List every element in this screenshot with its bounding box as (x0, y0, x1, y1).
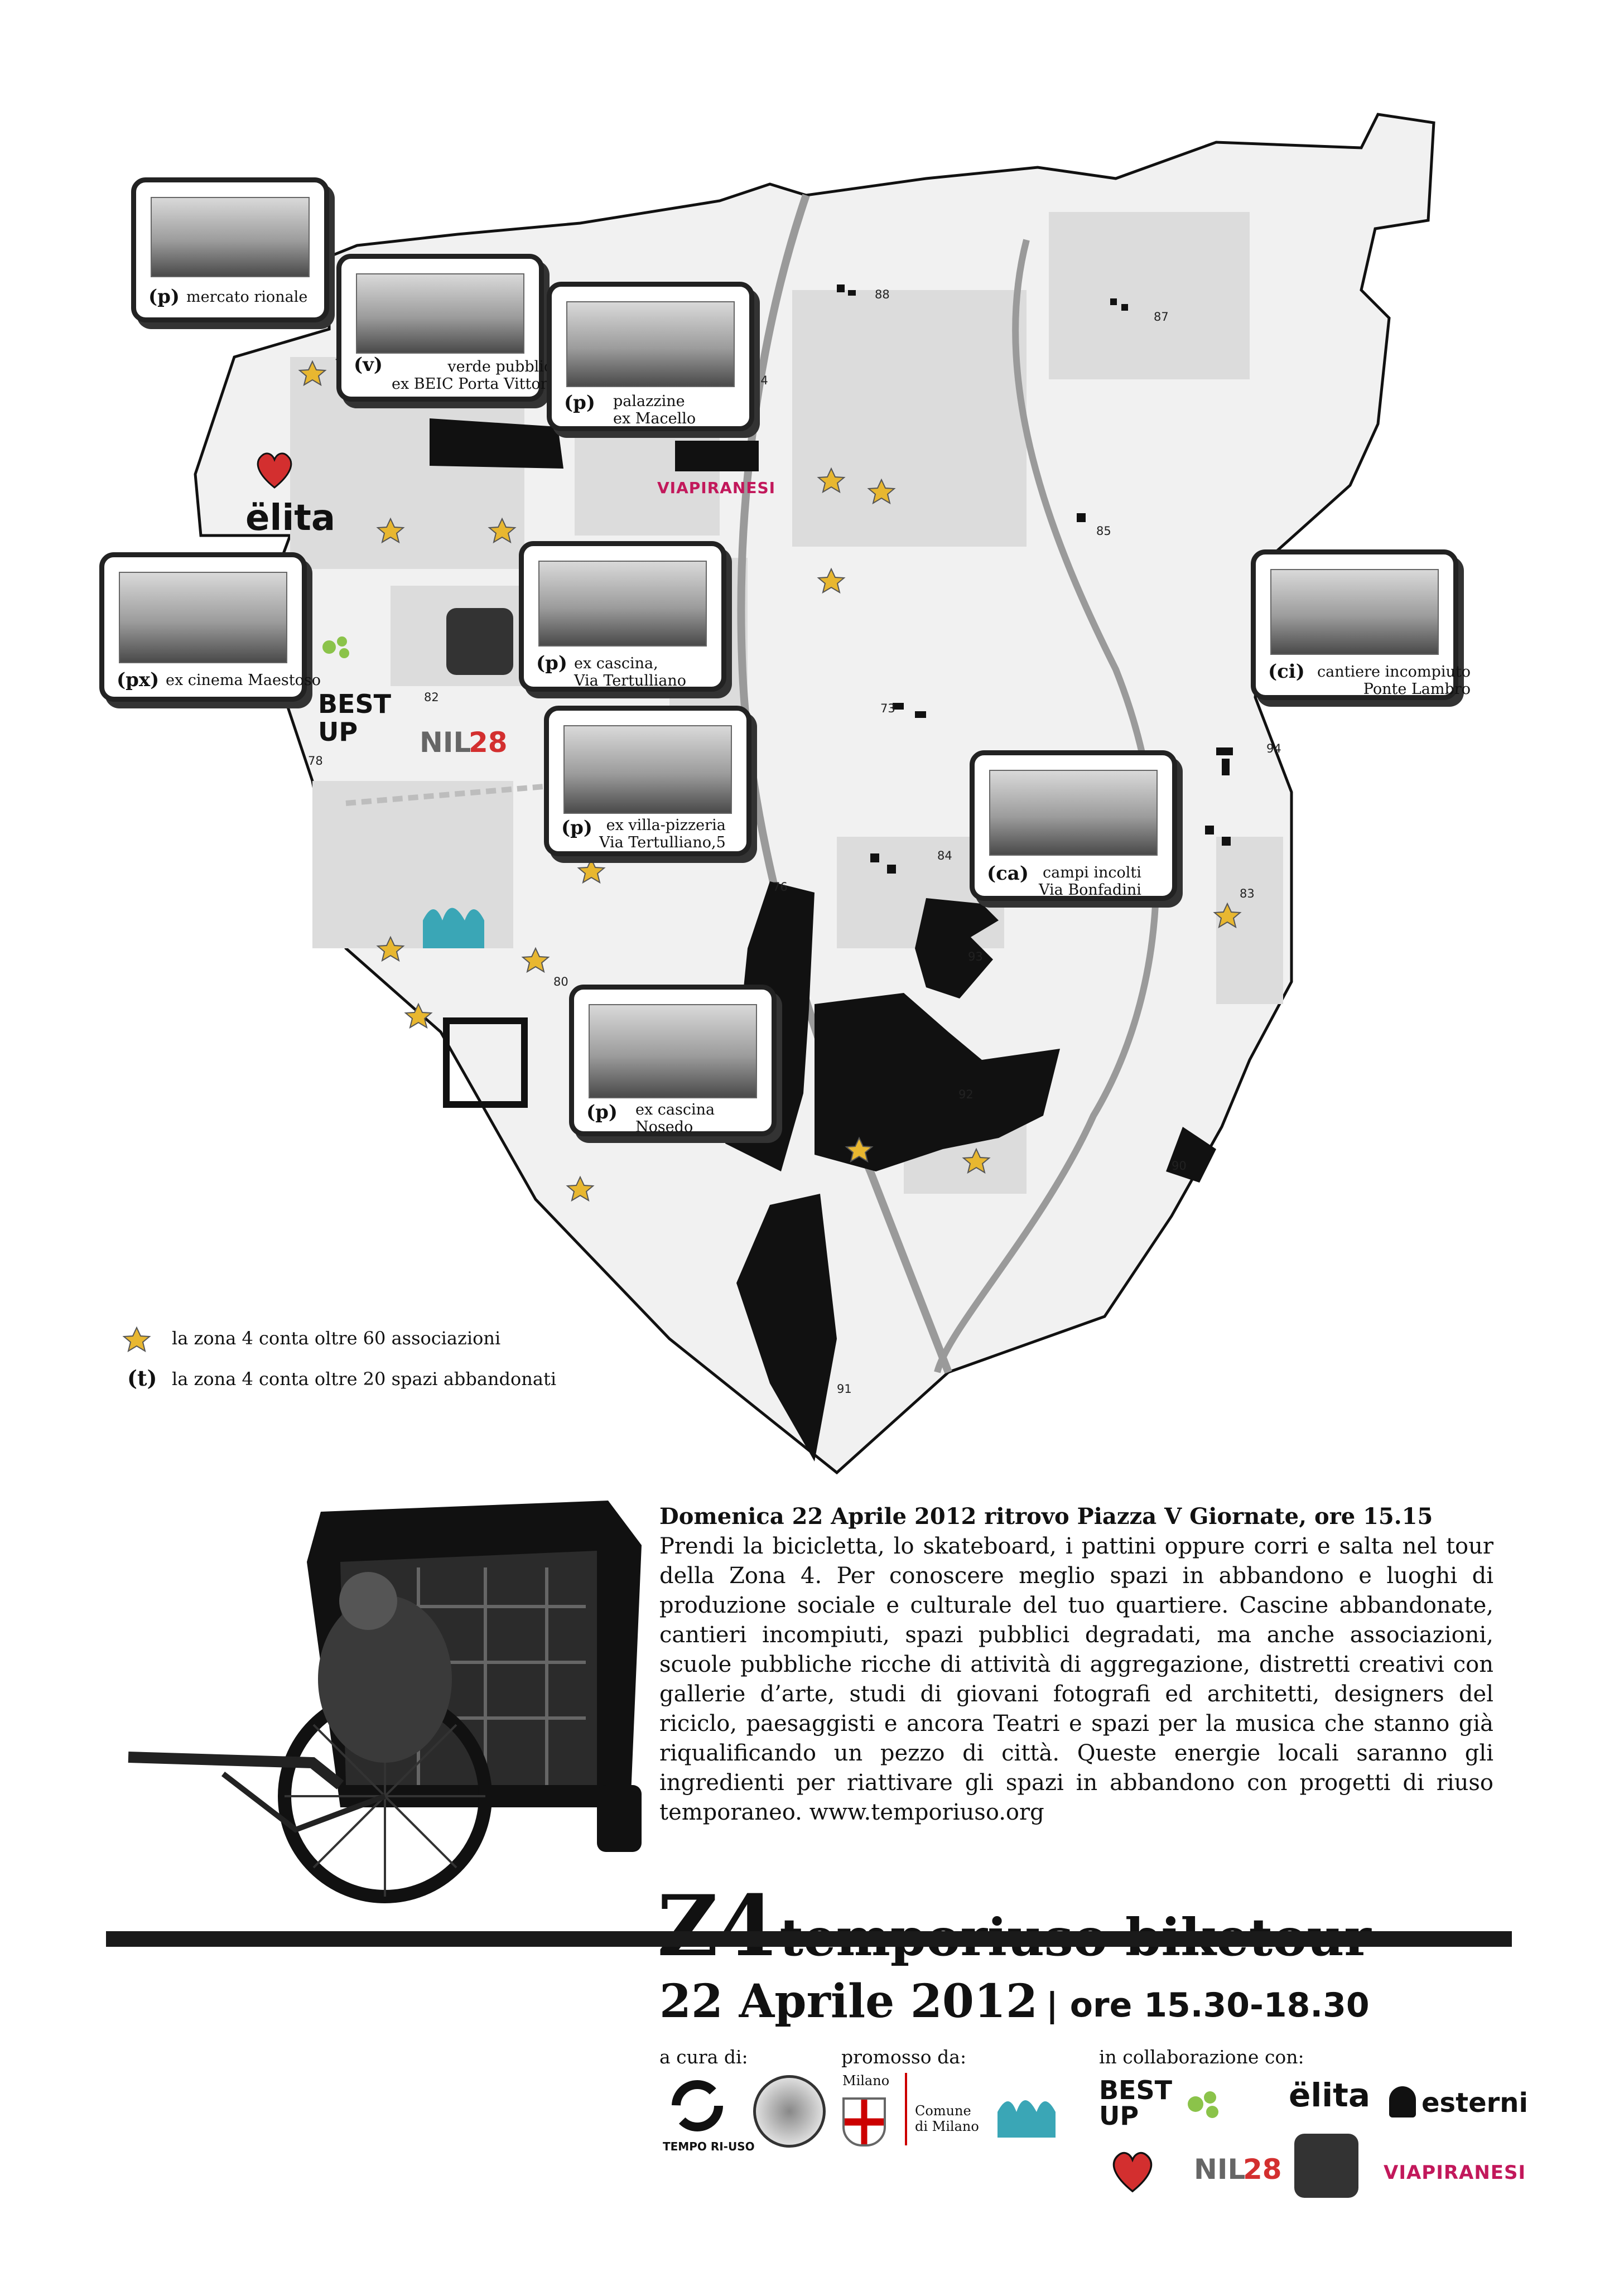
intro-paragraph: Domenica 22 Aprile 2012 ritrovo Piazza V… (659, 1502, 1493, 1827)
photo (563, 725, 732, 814)
map-number: 85 (1096, 524, 1111, 538)
photo (151, 197, 310, 277)
temporiuso-logo-text: TEMPO RI-USO (663, 2140, 755, 2153)
map-number: 90 (1172, 1159, 1187, 1173)
callout-code: (p) (586, 1101, 618, 1123)
callout-code: (p) (536, 652, 567, 674)
callout-mercato-rionale: (p) mercato rionale (131, 177, 329, 322)
credit-collab: in collaborazione con: (1099, 2046, 1304, 2068)
bestup-logo: BEST (318, 689, 391, 719)
cantiere-cuccagna-credit-icon (1186, 2087, 1225, 2123)
map-number: 80 (553, 975, 568, 988)
callout-code: (v) (354, 354, 383, 376)
photo (589, 1004, 757, 1098)
map-number: 93 (968, 950, 983, 963)
photo (566, 301, 735, 387)
photo (356, 273, 524, 354)
callout-label: ex cascina, Via Tertulliano (574, 655, 687, 689)
nil-credit-number: 28 (1243, 2153, 1282, 2186)
callout-cantiere-ponte-lambro: (ci) cantiere incompiuto Ponte Lambro (1251, 549, 1471, 700)
rickshaw-illustration (128, 1501, 642, 1903)
callout-ex-villa-pizzeria: (p) ex villa-pizzeria Via Tertulliano,5 (544, 706, 751, 856)
callout-label: ex villa-pizzeria Via Tertulliano,5 (599, 817, 726, 851)
milano-divider (905, 2073, 907, 2145)
viapiranesi-logo: VIAPIRANESI (657, 479, 776, 497)
map-number: 76 (773, 880, 788, 894)
callout-code: (ca) (987, 862, 1029, 885)
cantiere-cuccagna-logo (321, 633, 354, 661)
map-number: 91 (837, 1382, 852, 1396)
milano-logo-text: Milano (842, 2073, 890, 2088)
event-hours: | ore 15.30-18.30 (1046, 1986, 1370, 2025)
legend-stars-text: la zona 4 conta oltre 60 associazioni (172, 1328, 501, 1349)
callout-label: ex cascina Nosedo (635, 1101, 715, 1136)
callout-label: mercato rionale (186, 288, 308, 306)
map-number: 87 (1154, 310, 1169, 324)
bestup-credit-logo: BEST (1099, 2075, 1172, 2105)
map-number: 74 (753, 374, 768, 387)
callout-campi-incolti: (ca) campi incolti Via Bonfadini (970, 750, 1177, 901)
credit-promosso: promosso da: (841, 2046, 967, 2068)
callout-cascina-nosedo: (p) ex cascina Nosedo (569, 985, 777, 1136)
map-number: 94 (1266, 742, 1281, 755)
temporiuso-logo-icon (669, 2078, 725, 2136)
callout-label: campi incolti Via Bonfadini (1039, 864, 1141, 899)
callout-ex-cascina-tertulliano: (p) ex cascina, Via Tertulliano (519, 541, 726, 692)
comune-milano-text: Comune di Milano (915, 2103, 979, 2134)
intro-body: Prendi la bicicletta, lo skateboard, i p… (659, 1533, 1493, 1825)
nil-logo: NIL (420, 726, 471, 759)
intro-lead: Domenica 22 Aprile 2012 ritrovo Piazza V… (659, 1503, 1433, 1530)
map-number: 88 (875, 288, 890, 301)
theatre-logo (446, 608, 513, 675)
zona4-m-logo-credit (993, 2086, 1060, 2142)
elita-logo: ëlita (245, 498, 336, 539)
photo (989, 770, 1158, 856)
callout-code: (p) (148, 286, 180, 308)
callout-palazzine-macello: (p) palazzine ex Macello (547, 282, 754, 431)
title-bar (106, 1931, 1512, 1947)
legend-t-code: (t) (127, 1366, 157, 1391)
legend-t-text: la zona 4 conta oltre 20 spazi abbandona… (172, 1368, 557, 1390)
credit-a-cura: a cura di: (659, 2046, 748, 2068)
callout-code: (ci) (1268, 660, 1305, 683)
photo (119, 572, 287, 663)
viapiranesi-credit-logo: VIAPIRANESI (1384, 2162, 1526, 2184)
callout-code: (p) (561, 817, 592, 839)
photo (1270, 569, 1439, 655)
callout-label: palazzine ex Macello (613, 393, 696, 427)
esterni-logo: esterni (1421, 2087, 1528, 2119)
callout-label: verde pubblico ex BEIC Porta Vittoria (392, 358, 562, 393)
zona4-m-logo (417, 893, 490, 954)
nil-logo-number: 28 (469, 726, 508, 759)
esterni-people-icon (1389, 2086, 1416, 2117)
bestup-logo-up: UP (318, 717, 358, 747)
callout-verde-pubblico: (v) verde pubblico ex BEIC Porta Vittori… (336, 254, 561, 402)
bestup-credit-logo-up: UP (1099, 2101, 1139, 2131)
map-number: 82 (424, 691, 439, 704)
association-stars (298, 360, 1242, 1202)
elita-credit-logo: ëlita (1289, 2076, 1370, 2114)
heart-icon (252, 446, 297, 491)
map-number: 84 (937, 849, 952, 862)
legend-star-icon (122, 1326, 151, 1353)
callout-label: cantiere incompiuto Ponte Lambro (1317, 663, 1471, 698)
politecnico-seal-icon (753, 2075, 826, 2148)
callout-label: ex cinema Maestoso (166, 672, 321, 689)
map-number: 83 (1240, 887, 1255, 900)
callout-ex-cinema-maestoso: (px) ex cinema Maestoso (99, 552, 321, 702)
page-title: Z4 temporiuso biketour (657, 1877, 1371, 1975)
map-number: 73 (880, 702, 895, 715)
event-date: 22 Aprile 2012 (659, 1975, 1038, 2028)
map-number: 78 (308, 754, 323, 768)
theatre-credit-logo (1294, 2134, 1358, 2198)
photo (538, 561, 707, 647)
map-number: 92 (958, 1088, 974, 1101)
callout-code: (p) (564, 392, 595, 414)
callout-code: (px) (117, 669, 160, 691)
nil-credit-logo: NIL (1194, 2153, 1246, 2186)
title-z4: Z4 (657, 1877, 777, 1975)
heart-credit-icon (1107, 2145, 1158, 2197)
milano-coat-of-arms-icon (842, 2097, 886, 2147)
